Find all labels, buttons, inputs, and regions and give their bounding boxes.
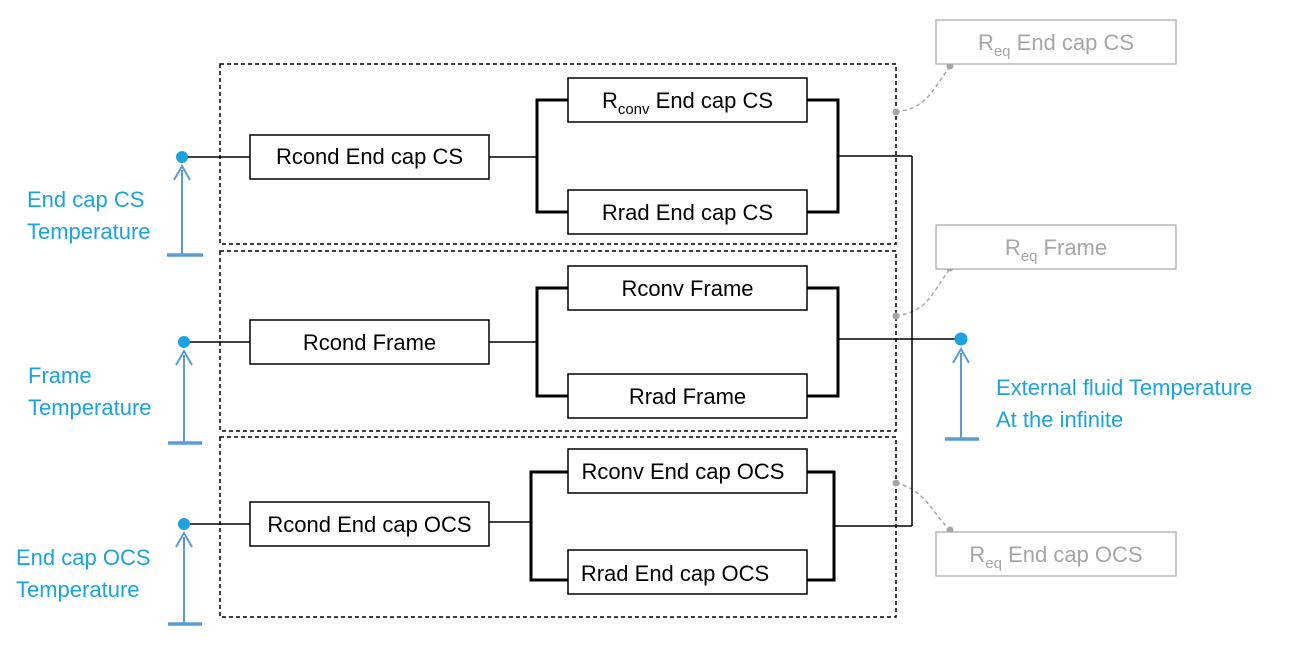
resistor-rad [567,189,808,235]
resistor-label: Rcond Frame [303,330,436,355]
group-boundary [219,63,897,245]
resistor-rad [567,373,808,419]
resistor-label: Rrad End cap CS [602,200,773,225]
external-fluid-node: External fluid Temperature At the infini… [945,332,1252,441]
resistor-label: Rrad End cap OCS [581,561,769,586]
group-boundary [219,250,897,432]
resistor-conv [567,77,808,123]
leader-dot [892,312,900,320]
parallel-bracket-right [807,98,840,214]
resistor-label: Rconv End cap CS [602,88,773,118]
parallel-bracket-right [807,286,840,398]
leader-line [895,65,951,113]
group-end-cap-ocs: End cap OCS Temperature Rcond End cap OC… [16,436,1177,626]
temperature-node [178,518,190,530]
external-temperature-label: At the infinite [996,407,1123,432]
resistor-cond [249,319,490,365]
equivalent-label: Req End cap CS [978,30,1134,60]
arrow-up-icon [175,348,193,366]
equivalent-label: Req Frame [1005,235,1107,265]
parallel-bracket-right [807,470,836,582]
equivalent-box [935,19,1177,65]
leader-dot [892,479,900,487]
resistor-conv [567,265,808,311]
resistor-label: Rcond End cap OCS [267,512,471,537]
leader-dot [892,108,900,116]
temperature-node [178,336,190,348]
resistor-label: Rcond End cap CS [276,144,463,169]
temperature-label: Temperature [27,219,151,244]
arrow-up-icon [175,530,193,548]
temperature-label: Frame [28,363,92,388]
temperature-label: Temperature [28,395,152,420]
temperature-label: Temperature [16,577,140,602]
leader-line [895,267,951,317]
resistor-rad [567,549,808,595]
temperature-node [954,332,968,346]
group-frame: Frame Temperature Rcond Frame Rconv Fram… [28,224,1177,445]
temperature-label: End cap OCS [16,545,151,570]
leader-line [895,482,951,531]
parallel-bracket-left [535,98,568,214]
arrow-up-icon [952,346,970,364]
equivalent-box [935,224,1177,270]
temperature-label: End cap CS [27,187,144,212]
arrow-up-icon [173,163,191,181]
group-boundary [219,436,897,618]
equivalent-label: Req End cap OCS [969,542,1142,572]
parallel-bracket-left [529,470,568,582]
resistor-label: Rconv Frame [621,276,753,301]
resistor-cond [249,134,490,180]
group-end-cap-cs: End cap CS Temperature Rcond End cap CS … [27,19,1177,257]
resistor-conv [567,448,808,494]
parallel-bracket-left [535,286,568,398]
resistor-cond [249,501,490,547]
collector-bus [834,155,961,527]
temperature-node [176,151,188,163]
resistor-label: Rrad Frame [629,384,746,409]
equivalent-box [935,531,1177,577]
external-temperature-label: External fluid Temperature [996,375,1252,400]
resistor-label: Rconv End cap OCS [582,459,785,484]
